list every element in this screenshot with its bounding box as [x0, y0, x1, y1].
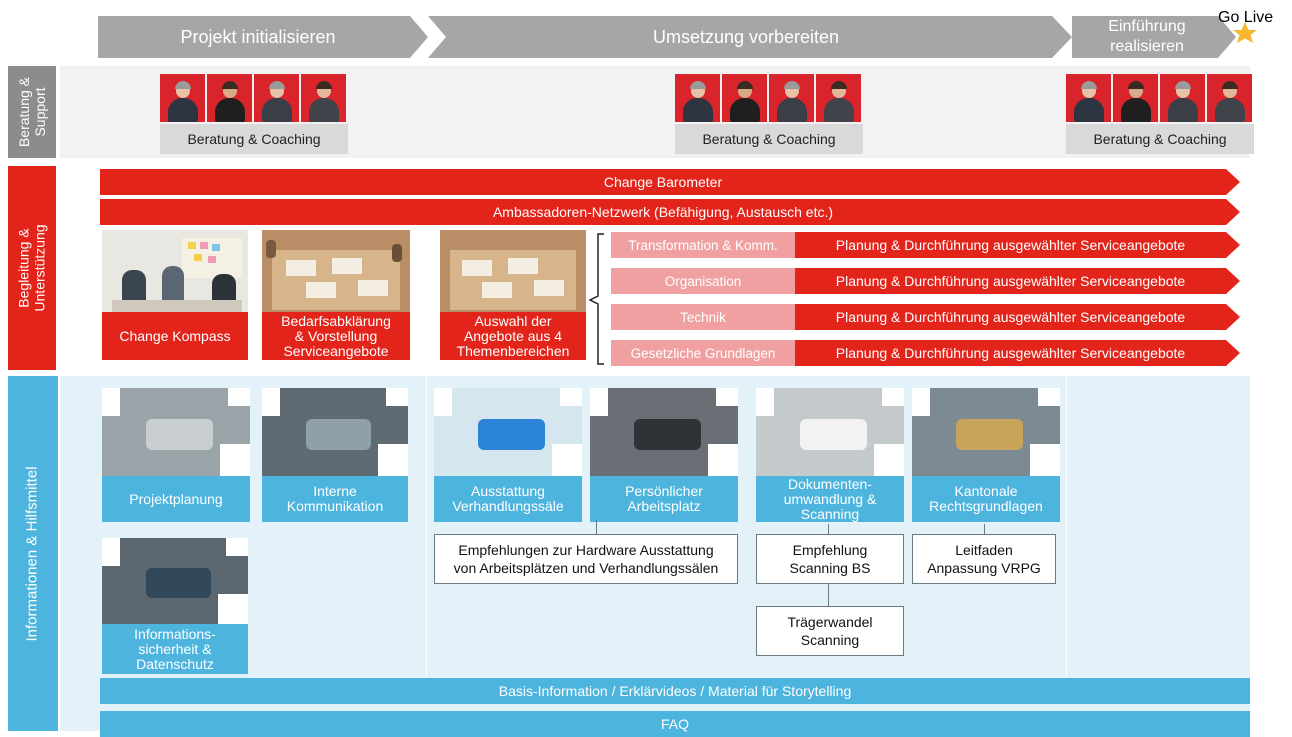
phase-divider — [426, 376, 427, 676]
coach-portrait — [160, 74, 205, 122]
coach-portrait — [769, 74, 814, 122]
coach-portrait — [816, 74, 861, 122]
info-card-photo — [756, 388, 904, 476]
connector-line — [828, 583, 829, 606]
phase-arrows — [98, 16, 1257, 58]
coach-portrait — [1113, 74, 1158, 122]
info-card-label: Informations- sicherheit & Datenschutz — [102, 624, 248, 674]
info-card-label: Interne Kommunikation — [262, 476, 408, 522]
traegerwandel-box: Trägerwandel Scanning — [756, 606, 904, 656]
connector-line — [828, 524, 829, 534]
basis-info-bar: Basis-Information / Erklärvideos / Mater… — [100, 678, 1250, 704]
phase-label-3: Einführung realisieren — [1108, 18, 1186, 55]
coaching-label: Beratung & Coaching — [1066, 124, 1254, 154]
go-live-star-icon — [1233, 22, 1257, 43]
coaching-group-2: Beratung & Coaching — [675, 74, 863, 154]
change-kompass-label: Change Kompass — [102, 312, 248, 360]
coach-portrait — [1207, 74, 1252, 122]
service-arrow — [795, 304, 1240, 330]
bedarfsabklaerung-label: Bedarfsabklärung & Vorstellung Servicean… — [262, 312, 410, 360]
hardware-recommendation-box: Empfehlungen zur Hardware Ausstattung vo… — [434, 534, 738, 584]
connector-line — [984, 524, 985, 534]
info-card-photo — [262, 388, 408, 476]
info-card-photo — [102, 538, 248, 624]
side-label-info: Informationen & Hilfsmittel — [8, 376, 58, 731]
info-card-photo — [434, 388, 582, 476]
ambassador-arrow — [100, 199, 1240, 225]
service-arrow — [795, 232, 1240, 258]
vrpg-guide-box: Leitfaden Anpassung VRPG — [912, 534, 1056, 584]
service-label: Planung & Durchführung ausgewählter Serv… — [835, 237, 1186, 253]
ambassador-label: Ambassadoren-Netzwerk (Befähigung, Austa… — [492, 204, 834, 220]
coaching-label: Beratung & Coaching — [160, 124, 348, 154]
coaching-label: Beratung & Coaching — [675, 124, 863, 154]
auswahl-label: Auswahl der Angebote aus 4 Themenbereich… — [440, 312, 586, 360]
coach-portrait — [1066, 74, 1111, 122]
phase-arrow-2 — [428, 16, 1072, 58]
info-card-photo — [912, 388, 1060, 476]
theme-label: Transformation & Komm. — [611, 232, 795, 258]
info-card-photo — [102, 388, 250, 476]
service-label: Planung & Durchführung ausgewählter Serv… — [835, 273, 1186, 289]
coaching-group-1: Beratung & Coaching — [160, 74, 348, 154]
coach-portrait — [207, 74, 252, 122]
brace-icon — [588, 233, 604, 365]
phase-divider — [1066, 376, 1067, 676]
info-card-label: Projektplanung — [102, 476, 250, 522]
theme-label: Gesetzliche Grundlagen — [611, 340, 795, 366]
service-label: Planung & Durchführung ausgewählter Serv… — [835, 309, 1186, 325]
info-card-label: Dokumenten- umwandlung & Scanning — [756, 476, 904, 522]
coach-portrait — [722, 74, 767, 122]
phase-arrow-1 — [98, 16, 428, 58]
info-card-label: Persönlicher Arbeitsplatz — [590, 476, 738, 522]
phase-label-2: Umsetzung vorbereiten — [652, 26, 840, 47]
info-card-photo — [590, 388, 738, 476]
go-live-label: Go Live — [1218, 9, 1274, 26]
service-label: Planung & Durchführung ausgewählter Serv… — [835, 345, 1186, 361]
connector-line — [596, 520, 597, 534]
coach-portrait — [254, 74, 299, 122]
phase-arrow-3 — [1072, 16, 1236, 58]
coaching-group-3: Beratung & Coaching — [1066, 74, 1254, 154]
info-card-label: Kantonale Rechtsgrundlagen — [912, 476, 1060, 522]
faq-bar: FAQ — [100, 711, 1250, 737]
coach-portrait — [1160, 74, 1205, 122]
service-arrow — [795, 340, 1240, 366]
info-card-label: Ausstattung Verhandlungssäle — [434, 476, 582, 522]
coach-portrait — [675, 74, 720, 122]
change-barometer-label: Change Barometer — [603, 174, 723, 190]
red-arrow-bars — [100, 169, 1240, 225]
side-label-begleitung: Begleitung & Unterstützung — [8, 166, 56, 370]
theme-label: Technik — [611, 304, 795, 330]
theme-label: Organisation — [611, 268, 795, 294]
side-label-support: Beratung & Support — [8, 66, 56, 158]
coach-portrait — [301, 74, 346, 122]
phase-label-1: Projekt initialisieren — [180, 26, 336, 47]
scanning-recommendation-box: Empfehlung Scanning BS — [756, 534, 904, 584]
change-barometer-arrow — [100, 169, 1240, 195]
service-arrow — [795, 268, 1240, 294]
